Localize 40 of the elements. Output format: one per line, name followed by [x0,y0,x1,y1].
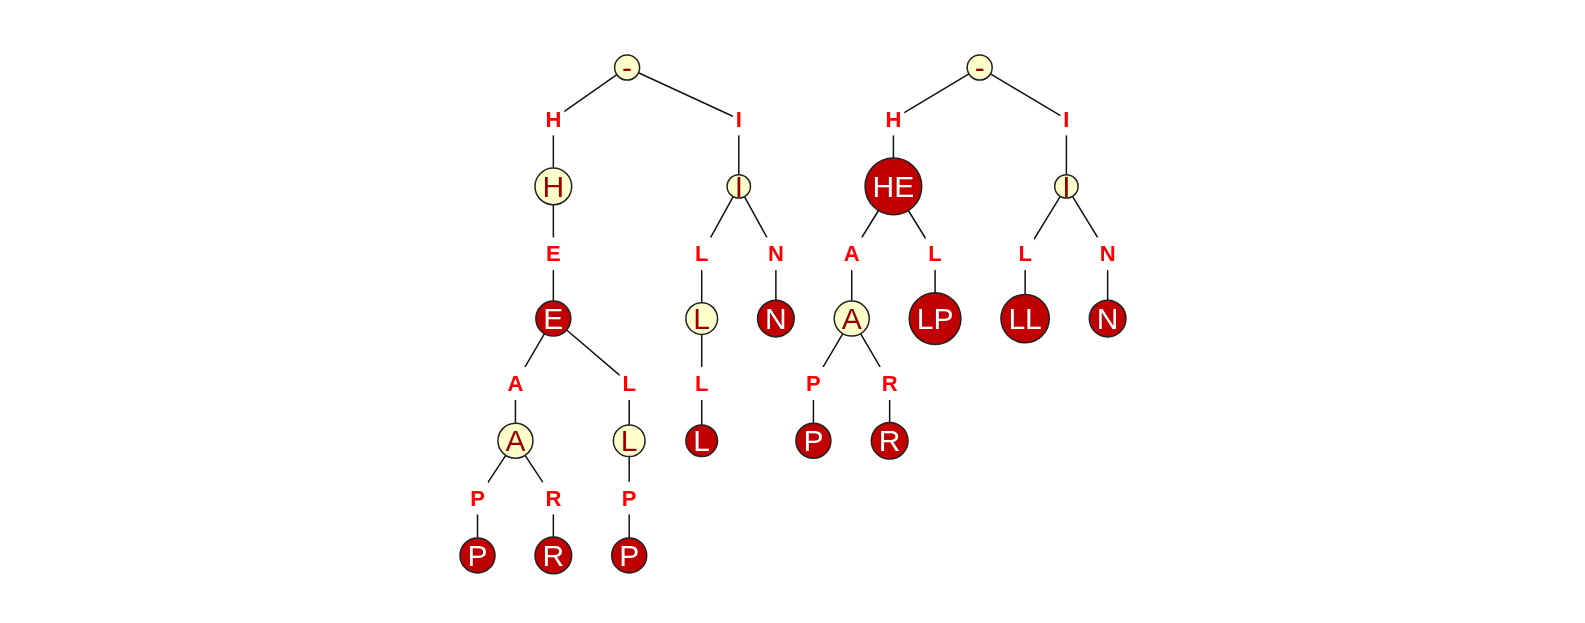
edge-label: P [469,485,485,511]
edge-label: P [621,485,637,511]
edge-label: H [544,106,561,132]
edge-label: L [694,241,708,267]
node-circle: A [832,300,870,337]
node-circle: P [610,537,647,574]
node-circle: H [533,167,572,206]
node-circle: LP [908,292,962,346]
node-circle: HE [863,157,922,216]
edge-label: P [805,370,821,396]
edge-label: I [1062,106,1069,132]
edge-label: H [884,106,901,132]
edge-label: L [694,370,708,396]
node-circle: N [1088,299,1127,338]
edge-label: N [1099,241,1116,267]
node-circle: I [1053,173,1079,199]
edge-label: L [621,370,636,396]
node-circle: R [870,421,909,460]
edge-label: N [767,241,784,267]
node-circle: LL [999,293,1050,344]
node-circle: E [534,300,572,337]
node-circle: L [684,424,718,458]
edge-label: E [545,241,561,267]
node-circle: A [496,422,534,460]
edge-label: I [735,106,742,132]
edge-label: A [843,241,860,267]
node-circle: P [794,422,832,460]
edge-label: R [881,370,898,396]
node-circle: - [965,54,993,81]
edge-label: R [544,485,561,511]
node-circle: I [725,173,751,199]
node-circle: P [458,537,496,574]
edge-label: L [927,241,942,267]
edge-label: L [1017,241,1032,267]
node-circle: L [684,302,718,336]
node-circle: R [533,536,572,575]
edge-label: A [506,370,523,396]
node-circle: N [756,299,795,338]
node-circle: L [612,424,646,458]
node-circle: - [613,54,640,81]
